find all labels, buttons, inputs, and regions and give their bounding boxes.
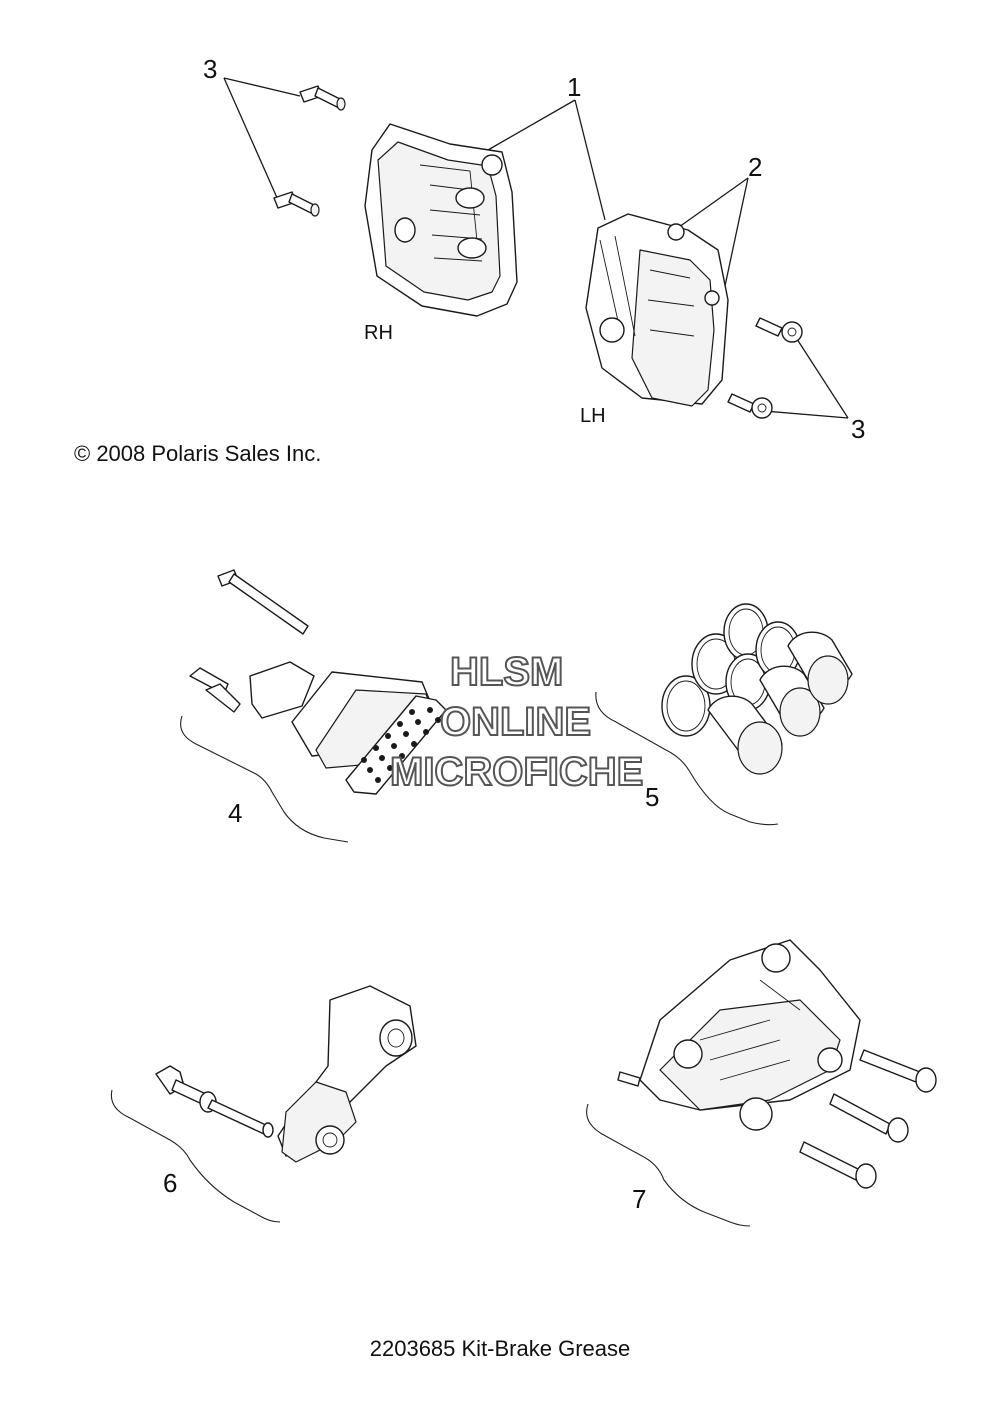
callout-1: 1 [567, 72, 582, 102]
leader-lines-top [223, 77, 849, 419]
brace-item-4 [180, 715, 349, 843]
kit-note: 2203685 Kit-Brake Grease [369, 1336, 631, 1361]
callout-3-right: 3 [851, 414, 866, 444]
watermark-line1: HLSM [449, 650, 564, 694]
label-rh: RH [364, 322, 393, 344]
caliper-bracket-icon [155, 985, 417, 1163]
bolt-icon [273, 191, 320, 217]
callout-4: 4 [228, 798, 243, 828]
brace-item-6 [110, 1089, 281, 1223]
callout-7: 7 [632, 1184, 647, 1214]
brace-item-5 [595, 691, 779, 826]
callout-6: 6 [163, 1168, 178, 1198]
callout-2: 2 [748, 152, 763, 182]
label-lh: LH [580, 405, 606, 427]
copyright-text: © 2008 Polaris Sales Inc. [74, 441, 322, 466]
bolt-icon [727, 393, 773, 419]
bolt-icon [859, 1049, 937, 1093]
watermark-line2: ONLINE [439, 700, 592, 744]
brake-caliper-rh-icon [364, 123, 518, 317]
brake-pad-kit-icon [189, 569, 447, 795]
callout-5: 5 [645, 782, 660, 812]
piston-seal-kit-icon [661, 603, 853, 775]
bolt-icon [299, 85, 346, 111]
brake-caliper-lh-icon [585, 213, 729, 407]
bolt-icon [799, 1141, 877, 1189]
caliper-assembly-icon [617, 939, 861, 1131]
watermark-line3: MICROFICHE [389, 750, 644, 794]
callout-3-top: 3 [203, 54, 218, 84]
brace-item-7 [586, 1103, 751, 1227]
bolt-icon [755, 317, 803, 343]
bolt-icon [829, 1093, 909, 1143]
